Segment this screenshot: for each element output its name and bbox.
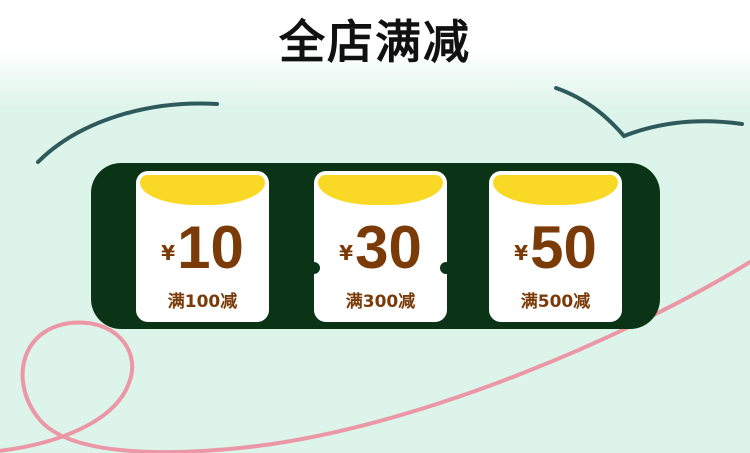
coupon-cap — [318, 175, 443, 205]
coupon-condition: 满100减 — [167, 292, 238, 312]
dark-curve-left — [36, 101, 219, 164]
yen-symbol: ¥ — [339, 241, 354, 265]
coupon-cap — [140, 175, 265, 205]
yen-symbol: ¥ — [514, 241, 529, 265]
page-title: 全店满减 — [279, 15, 471, 69]
top-fade — [0, 0, 750, 110]
coupon-notch — [440, 262, 452, 274]
coupon-value: 10 — [177, 214, 244, 281]
coupon-notch — [308, 262, 320, 274]
coupon-value: 30 — [355, 214, 422, 281]
coupon-card[interactable]: ¥10 满100减 — [136, 171, 269, 322]
coupon-condition: 满500减 — [520, 292, 591, 312]
coupon-amount: ¥10 — [136, 218, 269, 278]
coupon-condition: 满300减 — [345, 292, 416, 312]
coupon-amount: ¥30 — [314, 218, 447, 278]
dark-curve-right — [554, 86, 744, 139]
coupon-cap — [493, 175, 618, 205]
coupon-card[interactable]: ¥30 满300减 — [314, 171, 447, 322]
coupon-amount: ¥50 — [489, 218, 622, 278]
pink-loop-line — [0, 260, 750, 453]
coupon-value: 50 — [530, 214, 597, 281]
coupon-card[interactable]: ¥50 满500减 — [489, 171, 622, 322]
yen-symbol: ¥ — [161, 241, 176, 265]
